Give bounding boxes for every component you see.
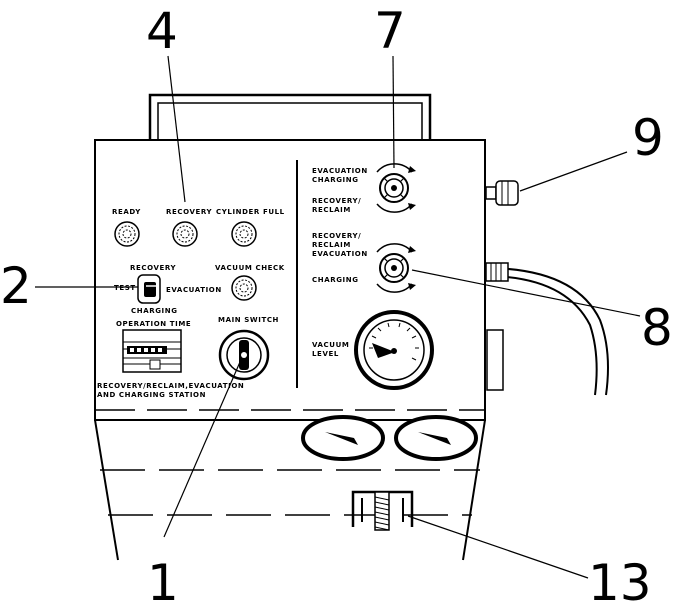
label-station-line1: RECOVERY/RECLAIM,EVACUATION [97,382,244,390]
handle-frame [148,93,432,140]
recovery-evacuation-valve [376,243,416,293]
label-main-switch: MAIN SWITCH [218,316,279,324]
panel-labels: READY RECOVERY CYLINDER FULL RECOVERY TE… [97,167,368,399]
operation-time-counter [122,329,182,373]
main-switch [218,329,270,381]
side-hose [484,262,609,396]
label-valve7-line4: RECLAIM [312,206,351,214]
label-operation-time: OPERATION TIME [116,320,191,328]
vacuum-level-gauge [354,310,434,390]
cylinder-full-lamp [231,221,257,247]
label-cylinder-full: CYLINDER FULL [216,208,285,216]
callout-4: 4 [146,2,178,60]
threaded-rod-bracket [351,490,414,531]
callout-2: 2 [0,257,32,315]
leader-lines [35,55,641,579]
ready-lamp [114,221,140,247]
label-charging: CHARGING [131,307,178,315]
label-evacuation: EVACUATION [166,286,222,294]
label-valve7-line1: EVACUATION [312,167,368,175]
evacuation-charging-valve [376,163,416,213]
callout-7: 7 [374,2,406,60]
label-valve8-line4: CHARGING [312,276,359,284]
mode-selector-switch [137,274,161,304]
vacuum-check-lamp [231,275,257,301]
label-ready: READY [112,208,141,216]
bottom-gauge-right [394,415,478,461]
bottom-gauge-left [301,415,385,461]
callout-13: 13 [588,554,652,607]
callout-1: 1 [147,554,179,607]
callout-9: 9 [632,109,664,167]
label-vacuum-line1: VACUUM [312,341,349,349]
side-connector [485,180,519,206]
label-valve7-line2: CHARGING [312,176,359,184]
label-valve8-line2: RECLAIM [312,241,351,249]
label-vacuum-line2: LEVEL [312,350,339,358]
label-station-line2: AND CHARGING STATION [97,391,206,399]
label-vacuum-check: VACUUM CHECK [215,264,285,272]
label-valve8-line3: EVACUATION [312,250,368,258]
label-recovery: RECOVERY [166,208,212,216]
callout-8: 8 [641,299,673,357]
label-valve8-line1: RECOVERY/ [312,232,361,240]
recovery-lamp [172,221,198,247]
label-valve7-line3: RECOVERY/ [312,197,361,205]
label-test: TEST [114,284,136,292]
label-recovery-switch: RECOVERY [130,264,176,272]
